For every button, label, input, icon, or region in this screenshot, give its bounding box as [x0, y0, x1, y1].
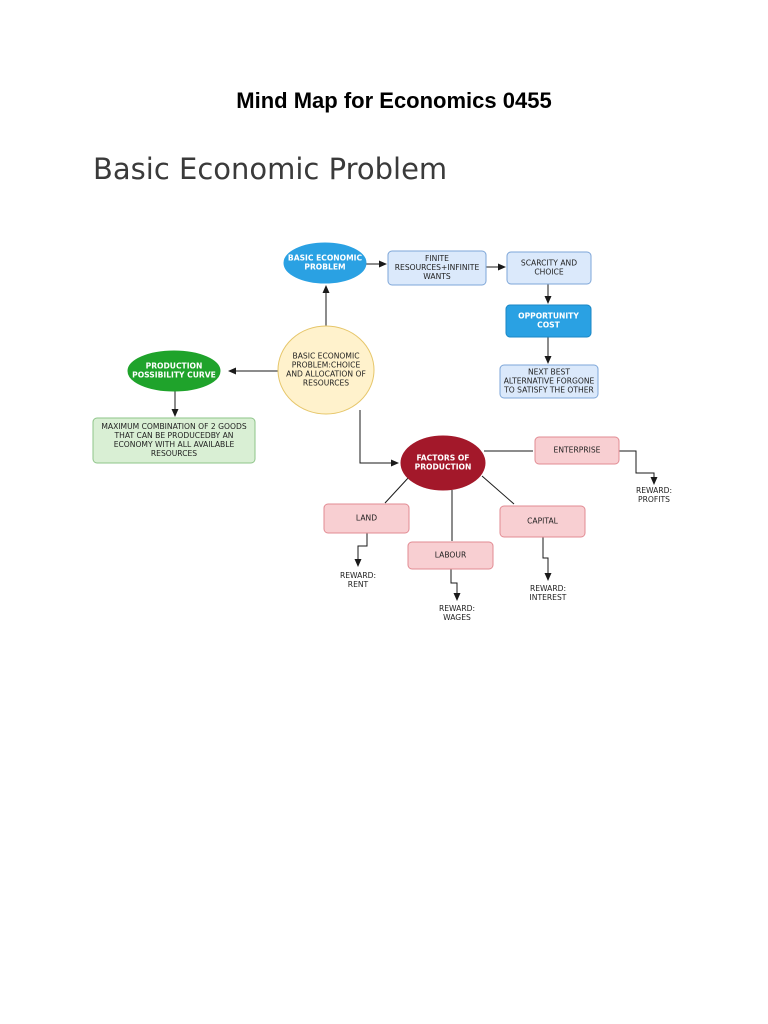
- connector-arrow: [481, 475, 515, 505]
- node-shape-factors: [400, 435, 486, 491]
- node-label-line: AND ALLOCATION OF: [286, 370, 366, 379]
- node-shape-ppc: [127, 350, 221, 392]
- reward-text-line: REWARD:: [340, 571, 376, 580]
- node-label-line: ALTERNATIVE FORGONE: [504, 377, 595, 386]
- connector-arrow: [542, 537, 552, 581]
- node-label-line: RESOURCES: [151, 449, 197, 458]
- node-label-line: RESOURCES: [303, 379, 349, 388]
- node-label-line: CHOICE: [534, 268, 564, 277]
- node-label-line: ECONOMY WITH ALL AVAILABLE: [114, 440, 235, 449]
- node-shape-capital: [499, 505, 586, 538]
- node-label-line: POSSIBILITY CURVE: [132, 371, 216, 380]
- node-label-line: LAND: [356, 514, 377, 523]
- node-label-line: FINITE: [425, 254, 449, 263]
- connectors: [171, 260, 658, 601]
- node-label-line: OPPORTUNITY: [518, 312, 579, 321]
- node-label-line: TO SATISFY THE OTHER: [503, 386, 594, 395]
- node-shape-labour: [407, 541, 494, 570]
- connector-arrow: [359, 410, 399, 467]
- node-label-line: CAPITAL: [527, 517, 559, 526]
- reward-text-line: REWARD:: [439, 604, 475, 613]
- reward-text-line: REWARD:: [636, 486, 672, 495]
- reward-profits-label: REWARD:PROFITS: [636, 486, 672, 504]
- node-labour: LABOUR: [407, 541, 494, 570]
- node-label-line: PROBLEM: [304, 263, 345, 272]
- reward-text-line: WAGES: [443, 613, 471, 622]
- node-label-line: RESOURCES+INFINITE: [395, 263, 480, 272]
- document-title: Mind Map for Economics 0455: [236, 88, 552, 113]
- node-label-line: ENTERPRISE: [554, 446, 601, 455]
- node-label-line: BASIC ECONOMIC: [288, 254, 363, 263]
- connector-arrow: [450, 569, 461, 601]
- reward-rent-label: REWARD:RENT: [340, 571, 376, 589]
- reward-text-line: PROFITS: [638, 495, 670, 504]
- node-shape-finite: [387, 250, 487, 286]
- node-label-line: MAXIMUM COMBINATION OF 2 GOODS: [101, 422, 246, 431]
- node-label-line: FACTORS OF: [416, 454, 469, 463]
- reward-text-line: INTEREST: [530, 593, 567, 602]
- node-label-line: LABOUR: [435, 551, 467, 560]
- node-shape-basic: [283, 242, 367, 284]
- connector-arrow: [384, 476, 410, 504]
- node-label-line: BASIC ECONOMIC: [292, 352, 359, 361]
- node-label-line: WANTS: [423, 272, 451, 281]
- node-shape-land: [323, 503, 410, 534]
- node-capital: CAPITAL: [499, 505, 586, 538]
- node-shape-central: [277, 325, 375, 415]
- node-label-line: PROBLEM:CHOICE: [292, 361, 361, 370]
- reward-wages-label: REWARD:WAGES: [439, 604, 475, 622]
- node-label-line: NEXT BEST: [528, 368, 570, 377]
- rewards: REWARD:PROFITSREWARD:RENTREWARD:WAGESREW…: [340, 486, 672, 622]
- node-label-line: PRODUCTION: [146, 362, 203, 371]
- node-shape-enterprise: [534, 436, 620, 465]
- node-label-line: PRODUCTION: [415, 463, 472, 472]
- node-shape-nextbest: [499, 364, 599, 399]
- reward-interest-label: REWARD:INTEREST: [530, 584, 567, 602]
- node-land: LAND: [323, 503, 410, 534]
- section-heading: Basic Economic Problem: [93, 152, 448, 186]
- node-shape-opportunity: [505, 304, 592, 338]
- reward-text-line: REWARD:: [530, 584, 566, 593]
- node-enterprise: ENTERPRISE: [534, 436, 620, 465]
- node-label-line: COST: [537, 321, 560, 330]
- connector-arrow: [354, 533, 368, 567]
- node-shape-maxcombo: [92, 417, 256, 464]
- node-label-line: THAT CAN BE PRODUCEDBY AN: [114, 431, 234, 440]
- reward-text-line: RENT: [348, 580, 369, 589]
- node-label-line: SCARCITY AND: [521, 259, 577, 268]
- node-shape-scarcity: [506, 251, 592, 285]
- connector-arrow: [619, 450, 658, 485]
